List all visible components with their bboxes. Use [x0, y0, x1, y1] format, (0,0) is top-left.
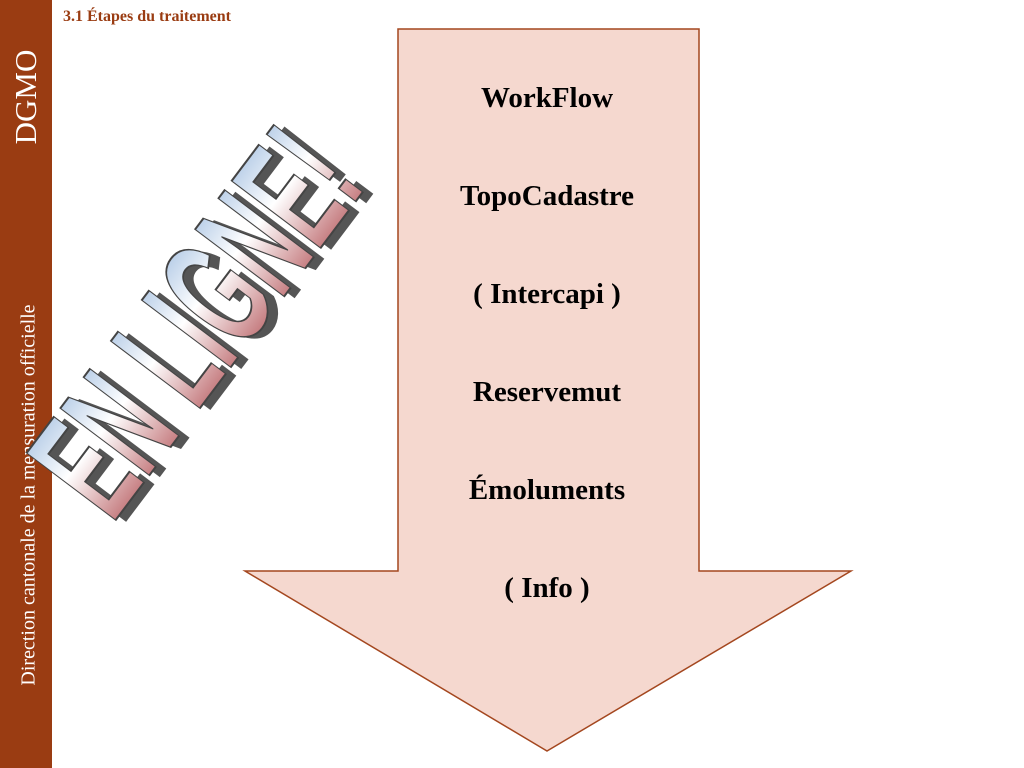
processing-steps-list: WorkFlow TopoCadastre ( Intercapi ) Rese…	[400, 79, 694, 667]
step-topocadastre: TopoCadastre	[459, 180, 635, 212]
section-title: 3.1 Étapes du traitement	[63, 8, 231, 25]
step-emoluments: Émoluments	[468, 474, 626, 506]
step-intercapi: ( Intercapi )	[473, 278, 621, 310]
step-info: ( Info )	[504, 572, 590, 604]
step-reservemut: Reservemut	[472, 376, 622, 408]
step-workflow: WorkFlow	[480, 82, 614, 114]
sidebar: DGMO Direction cantonale de la mensurati…	[0, 0, 52, 768]
